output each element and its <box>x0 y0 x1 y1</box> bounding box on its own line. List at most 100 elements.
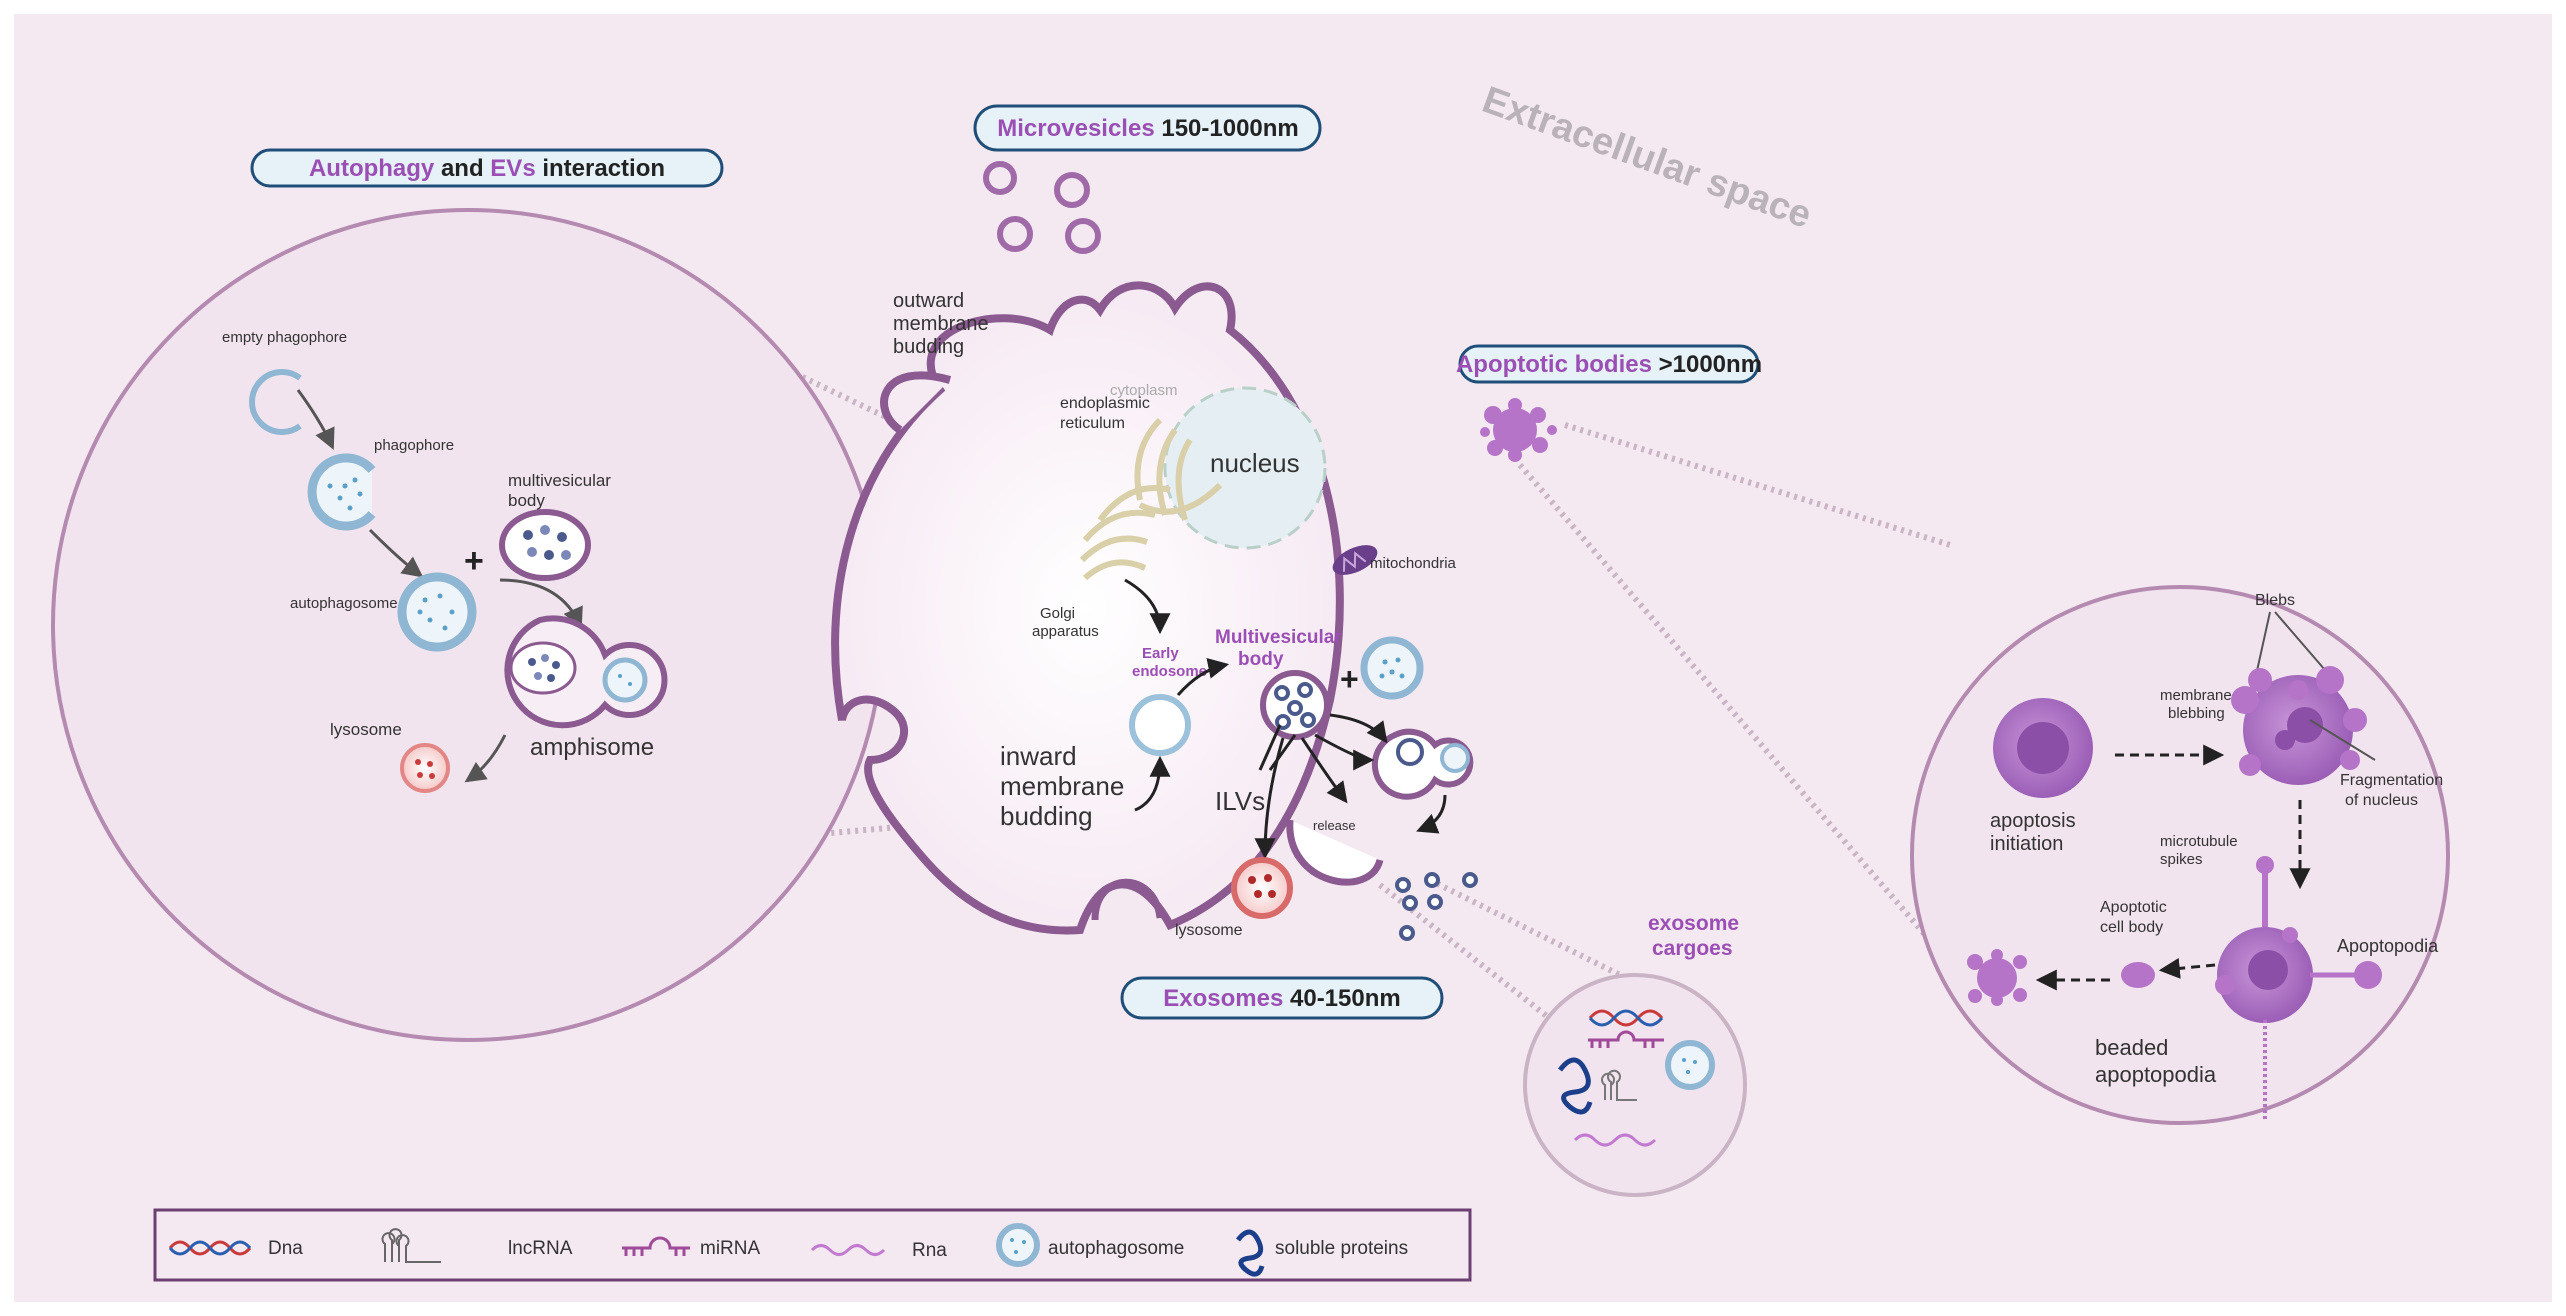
golgi-label-1: Golgi <box>1040 605 1075 622</box>
arrow-golgi-endosome <box>1124 578 1171 635</box>
multivesicular-label-1: multivesicular <box>508 471 611 490</box>
initiation-label-2: initiation <box>1990 833 2063 855</box>
mvb-central-shape <box>1260 670 1330 740</box>
legend-box <box>153 1208 1472 1282</box>
cargo-title-1: exosome <box>1648 912 1739 935</box>
microtubule-label-2: spikes <box>2160 851 2203 868</box>
fragmentation-label-2: of nucleus <box>2345 792 2418 809</box>
initiation-label-1: apoptosis <box>1990 810 2076 832</box>
apoptotic-size: >1000nm <box>1652 351 1762 378</box>
cargo-title-2: cargoes <box>1652 937 1733 960</box>
outward-budding-label-3: budding <box>893 336 964 358</box>
lysosome-label-center: lysosome <box>1175 922 1243 939</box>
arrow-inward-endosome <box>1134 755 1171 812</box>
autophagy-pill-evs: EVs <box>490 155 535 182</box>
microvesicles-pill: Microvesicles 150-1000nm <box>973 104 1322 152</box>
initiation-cell <box>1993 698 2093 798</box>
legend-mirna-label: miRNA <box>700 1238 760 1259</box>
apoptotic-fragments <box>1967 949 2027 1006</box>
legend-autophagosome-icon <box>996 1223 1040 1267</box>
amphisome-shape <box>504 615 668 729</box>
arrow-to-amphisome <box>499 578 583 629</box>
legend-mirna-icon <box>622 1236 690 1256</box>
arrow-to-lysosome-left <box>464 734 507 783</box>
early-endosome-label-2: endosome <box>1132 663 1207 680</box>
lysosome-center-shape <box>1231 857 1293 919</box>
arrow-mvb-amphisome <box>1329 713 1388 744</box>
cargo-protein-icon <box>1558 1057 1593 1115</box>
er-golgi-shape <box>1079 417 1223 581</box>
legend-rna-icon <box>810 1244 886 1256</box>
cargo-lncrna-icon <box>1601 1069 1637 1101</box>
microvesicles-size: 150-1000nm <box>1155 115 1299 142</box>
legend-lncrna-icon <box>381 1228 441 1263</box>
apoptotic-body-small <box>1480 398 1557 462</box>
fragmentation-pointer <box>2309 719 2376 761</box>
autophagy-pill-interaction: interaction <box>536 155 665 182</box>
exosomes-pill: Exosomes 40-150nm <box>1120 976 1444 1020</box>
early-endosome-shape <box>1129 694 1191 756</box>
cytoplasm-label: cytoplasm <box>1110 382 1178 399</box>
arrow-apoptopodia-cellbody <box>2158 957 2216 979</box>
apoptopodia-label: Apoptopodia <box>2337 936 2439 956</box>
er-label-1: endoplasmic <box>1060 395 1150 412</box>
autophagosome-shape <box>397 572 477 652</box>
fragmentation-label-1: Fragmentation <box>2340 772 2443 789</box>
mvb-arrows <box>1254 724 1375 860</box>
membrane-blebbing-label-1: membrane <box>2160 687 2232 704</box>
arrow-phago-1 <box>296 389 335 450</box>
svg-text:Autophagy and EVs interaction: Autophagy and EVs interaction <box>309 155 665 182</box>
arrow-endosome-mvb <box>1176 658 1230 696</box>
nucleus-shape <box>1163 386 1327 550</box>
microtubule-label-1: microtubule <box>2160 833 2238 850</box>
golgi-label-2: apparatus <box>1032 623 1099 640</box>
legend-protein-icon <box>1236 1229 1265 1277</box>
arrow-phago-2 <box>368 528 424 578</box>
apoptotic-cellbody-shape <box>2121 962 2155 988</box>
microvesicles-word: Microvesicles <box>997 115 1154 142</box>
exosomes-word: Exosomes <box>1163 985 1283 1012</box>
inward-budding-label-2: membrane <box>1000 771 1124 801</box>
er-label-2: reticulum <box>1060 415 1125 432</box>
phagophore-label: phagophore <box>374 437 454 454</box>
inward-budding-label-3: budding <box>1000 801 1093 831</box>
outward-budding-label-2: membrane <box>893 313 989 335</box>
cellbody-label-2: cell body <box>2100 919 2163 936</box>
phagophore-shape <box>307 453 376 531</box>
arrow-amphisome-out <box>1416 794 1447 834</box>
blebbing-cell <box>2231 666 2367 785</box>
early-endosome-label-1: Early <box>1142 645 1179 662</box>
membrane-blebbing-label-2: blebbing <box>2168 705 2225 722</box>
svg-text:Exosomes 40-150nm: Exosomes 40-150nm <box>1163 985 1400 1012</box>
plus-sign-left: + <box>464 542 484 580</box>
apoptotic-pill: Apoptotic bodies >1000nm <box>1456 344 1762 384</box>
legend-dna-label: Dna <box>268 1238 303 1259</box>
apoptotic-word: Apoptotic bodies <box>1456 351 1652 378</box>
legend-rna-label: Rna <box>912 1240 947 1261</box>
lysosome-label-left: lysosome <box>330 720 402 739</box>
legend-soluble-label: soluble proteins <box>1275 1238 1408 1259</box>
release-label: release <box>1313 818 1356 833</box>
empty-phagophore-shape <box>249 369 302 435</box>
lysosome-left-shape <box>400 743 450 793</box>
beaded-label-2: apoptopodia <box>2095 1062 2217 1087</box>
cargo-rna-icon <box>1573 1133 1657 1147</box>
autophagy-pill-word: Autophagy <box>309 155 435 182</box>
plus-sign-center: + <box>1340 661 1359 697</box>
outward-budding-label-1: outward <box>893 290 964 312</box>
cellbody-label-1: Apoptotic <box>2100 899 2167 916</box>
svg-text:Microvesicles 150-1000nm: Microvesicles 150-1000nm <box>997 115 1299 142</box>
cargo-mirna-icon <box>1588 1030 1664 1048</box>
exosome-circles <box>1395 872 1478 941</box>
mitochondria-label: mitochondria <box>1370 555 1457 572</box>
mitochondria-shape <box>1332 545 1378 575</box>
nucleus-label: nucleus <box>1210 448 1300 478</box>
autophagy-pill-and: and <box>434 155 490 182</box>
apoptopodia-cell <box>2215 856 2382 1120</box>
blebs-label: Blebs <box>2255 592 2295 609</box>
cargo-autophagosome-icon <box>1665 1040 1715 1090</box>
multivesicular-body-shape <box>499 509 591 581</box>
autophagy-pill: Autophagy and EVs interaction <box>250 148 724 188</box>
empty-phagophore-label: empty phagophore <box>222 329 347 346</box>
